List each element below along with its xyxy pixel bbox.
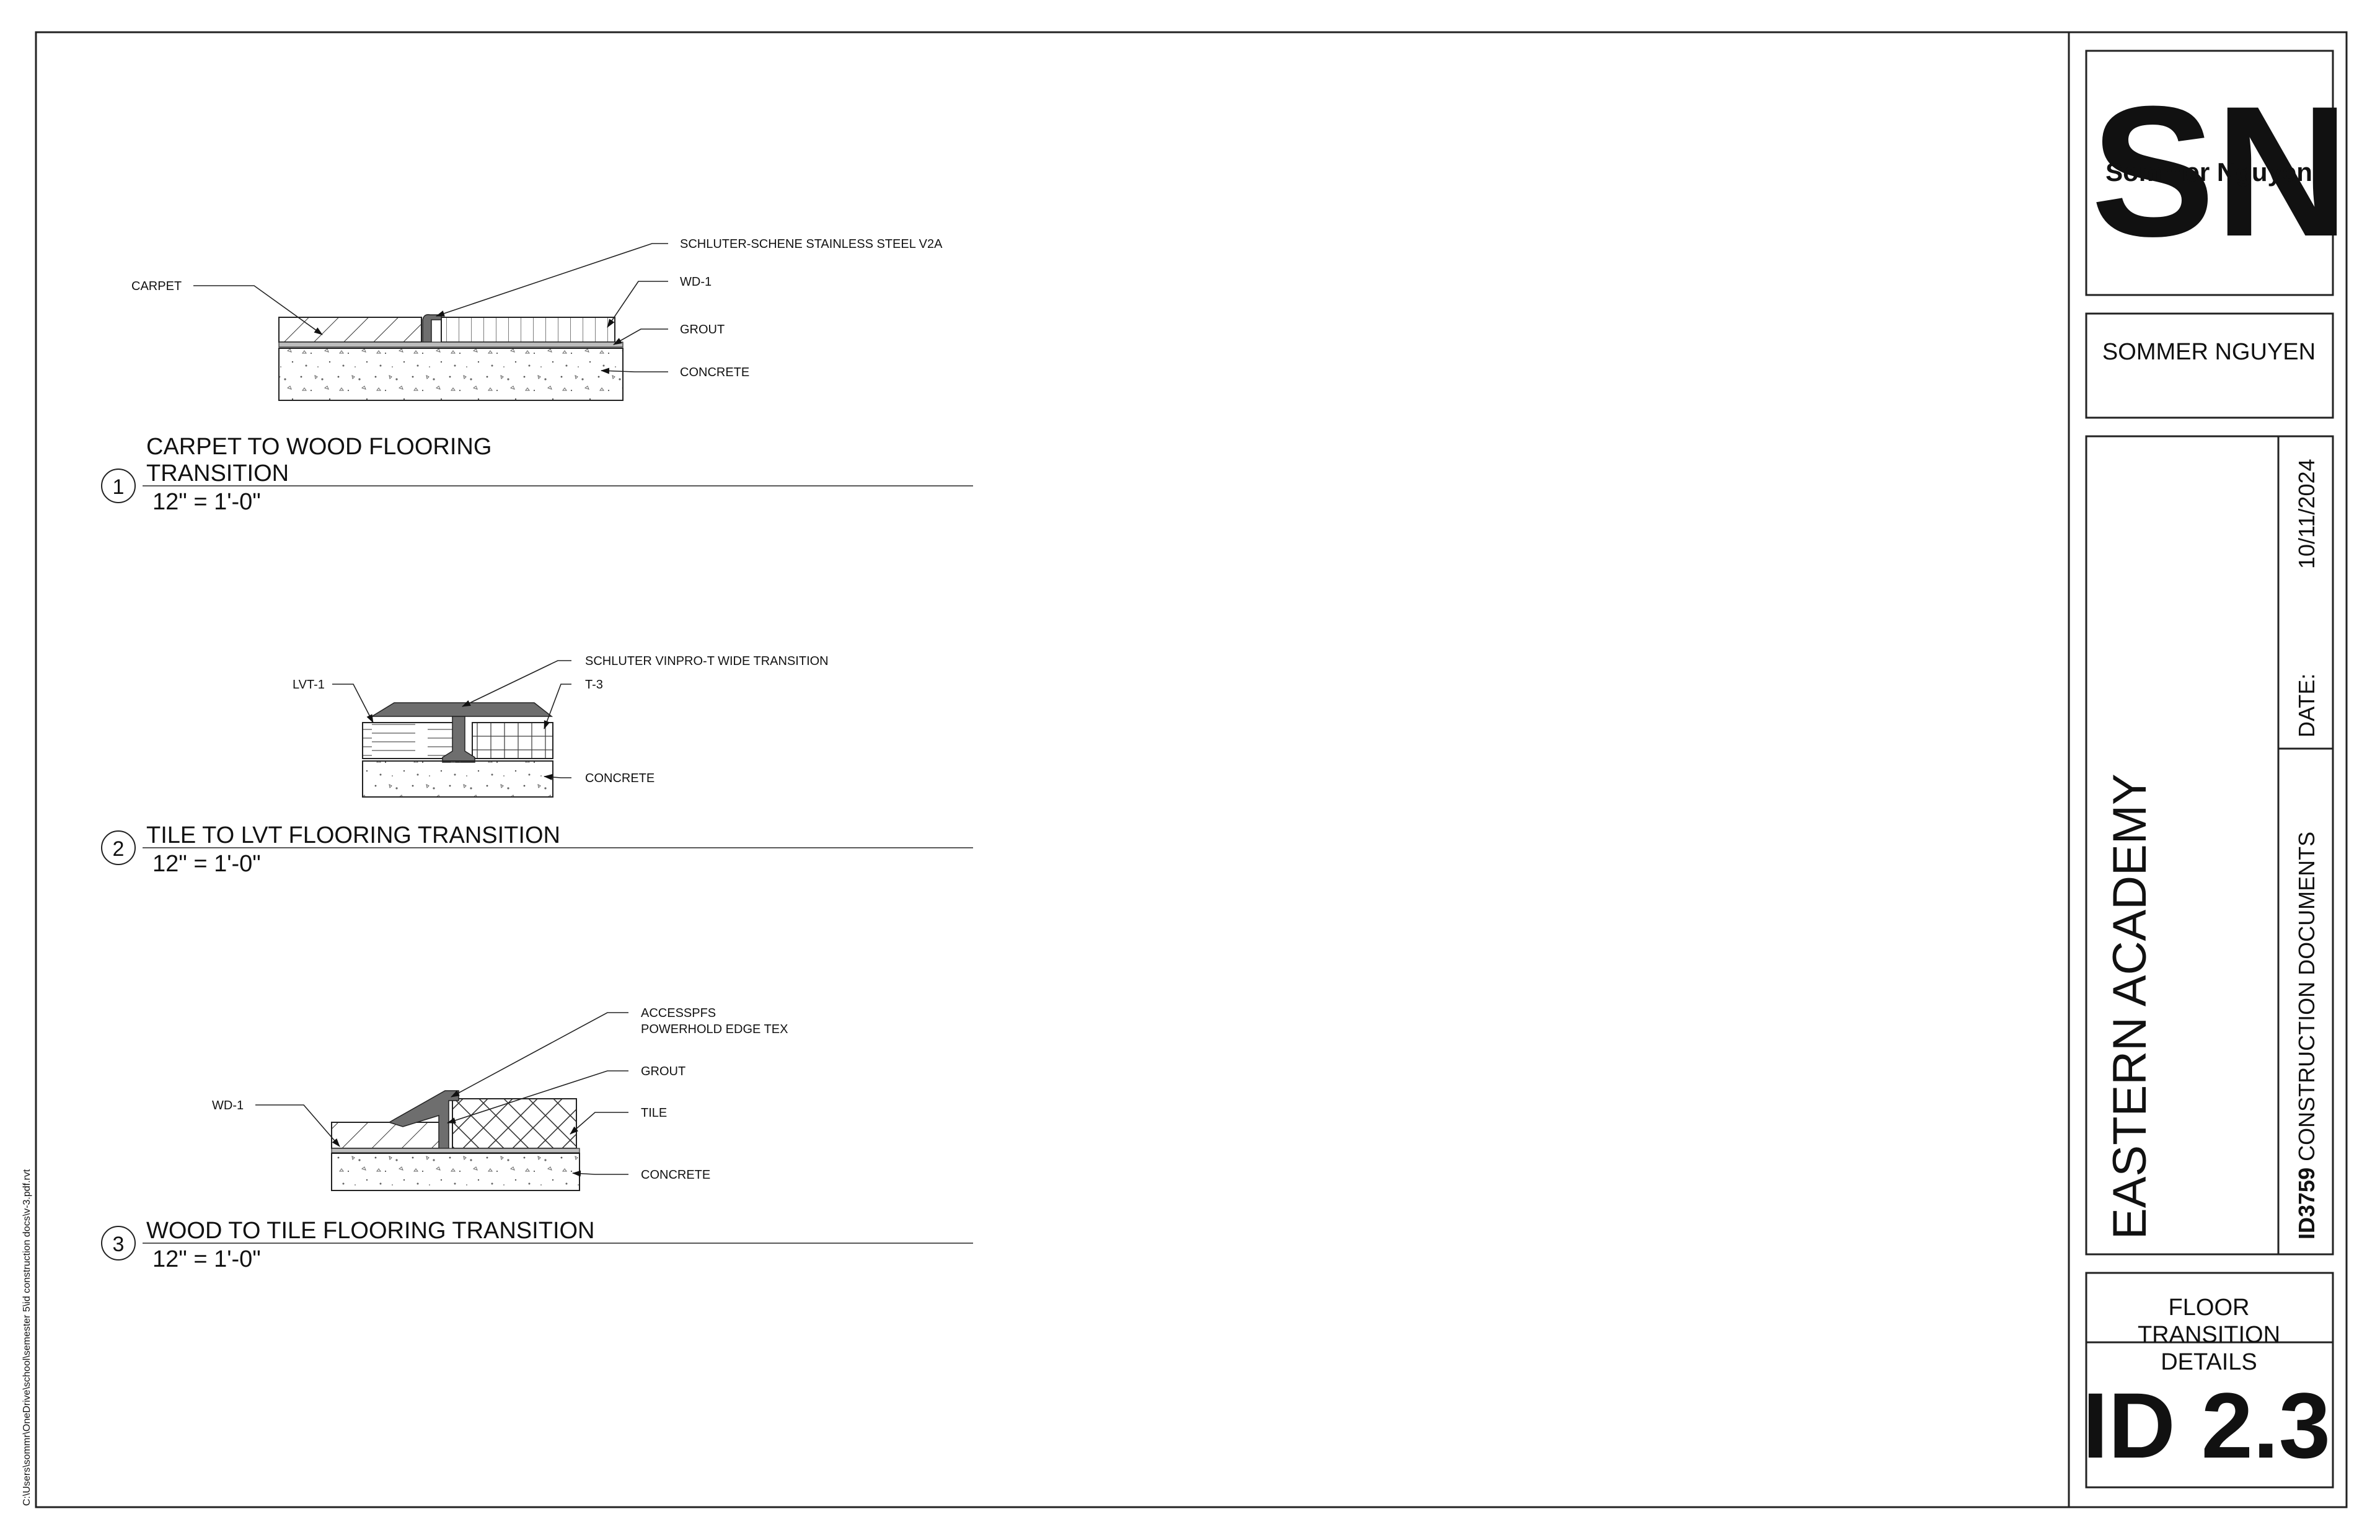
detail-scale-2: 12" = 1'-0" — [152, 851, 261, 877]
detail-number-bubble-3 — [101, 1226, 136, 1261]
date-label: DATE: — [2294, 674, 2319, 737]
label-concrete-1: CONCRETE — [680, 366, 749, 379]
label-grout-3: GROUT — [641, 1065, 685, 1078]
sheet-border — [35, 31, 2348, 1508]
schluter-profile — [422, 314, 442, 343]
label-lvt: LVT-1 — [293, 678, 325, 692]
concrete-slab — [278, 348, 624, 401]
detail-title-2: TILE TO LVT FLOORING TRANSITION — [146, 822, 560, 848]
sheet-title-line3: DETAILS — [2161, 1349, 2257, 1375]
label-wood-1: WD-1 — [680, 275, 712, 289]
project-box — [2085, 435, 2334, 1256]
detail-number-1: 1 — [113, 475, 125, 499]
sheet-number: ID 2.3 — [2082, 1373, 2330, 1477]
detail-scale-1: 12" = 1'-0" — [152, 489, 261, 515]
label-profile-1: SCHLUTER-SCHENE STAINLESS STEEL V2A — [680, 237, 943, 251]
detail-number-2: 2 — [113, 837, 125, 861]
course-code: ID3759 — [2294, 1168, 2319, 1239]
vinpro-t-cap — [370, 702, 553, 717]
logo-text: Sommer Nguyen — [2105, 157, 2312, 187]
label-tile-3: TILE — [641, 1106, 667, 1120]
label-concrete-2: CONCRETE — [585, 772, 654, 785]
grout-bed-3 — [331, 1148, 580, 1153]
sheet-box — [2085, 1272, 2334, 1489]
detail-title-1-line2: TRANSITION — [146, 460, 289, 486]
detail-number-bubble-1 — [101, 469, 136, 503]
phase: CONSTRUCTION DOCUMENTS — [2294, 832, 2319, 1161]
label-profile-3-line1: ACCESSPFS — [641, 1006, 716, 1020]
logo-box — [2085, 50, 2334, 296]
label-wood-3: WD-1 — [212, 1099, 244, 1112]
label-profile-2: SCHLUTER VINPRO-T WIDE TRANSITION — [585, 654, 829, 668]
sheet-title-line1: FLOOR — [2169, 1295, 2250, 1321]
label-tile-2: T-3 — [585, 678, 603, 692]
project-name: EASTERN ACADEMY — [2104, 773, 2156, 1239]
detail-scale-3: 12" = 1'-0" — [152, 1246, 261, 1272]
date-value: 10/11/2024 — [2294, 459, 2319, 569]
file-path: C:\Users\sommr\OneDrive\school\semester … — [22, 1169, 32, 1506]
sheet-title-line2: TRANSITION — [2138, 1322, 2280, 1348]
detail-2: LVT-1 SCHLUTER VINPRO-T WIDE TRANSITION … — [101, 654, 973, 877]
wood-section — [441, 317, 615, 343]
label-concrete-3: CONCRETE — [641, 1168, 710, 1182]
detail-1: CARPET SCHLUTER-SCHENE STAINLESS STEEL V… — [101, 237, 973, 515]
tile-section-3 — [452, 1098, 577, 1149]
grout-bed — [278, 341, 624, 348]
label-carpet: CARPET — [131, 279, 182, 293]
designer-name: SOMMER NGUYEN — [2102, 339, 2316, 365]
detail-number-bubble-2 — [101, 830, 136, 865]
phase-line: ID3759 CONSTRUCTION DOCUMENTS — [2294, 832, 2319, 1239]
concrete-slab-2 — [362, 760, 553, 798]
label-profile-3-line2: POWERHOLD EDGE TEX — [641, 1023, 788, 1036]
detail-3: ACCESSPFS POWERHOLD EDGE TEX GROUT WD-1 … — [101, 1006, 973, 1272]
tile-section — [472, 722, 553, 759]
logo-monogram: SN — [2091, 67, 2350, 275]
designer-box — [2085, 312, 2334, 419]
concrete-slab-3 — [331, 1153, 580, 1191]
label-grout-1: GROUT — [680, 323, 725, 337]
lvt-section — [362, 722, 456, 759]
wood-section-3 — [331, 1122, 444, 1149]
detail-title-3: WOOD TO TILE FLOORING TRANSITION — [146, 1218, 595, 1244]
carpet-section — [278, 317, 422, 343]
detail-title-1-line1: CARPET TO WOOD FLOORING — [146, 434, 491, 460]
detail-number-3: 3 — [113, 1233, 125, 1256]
